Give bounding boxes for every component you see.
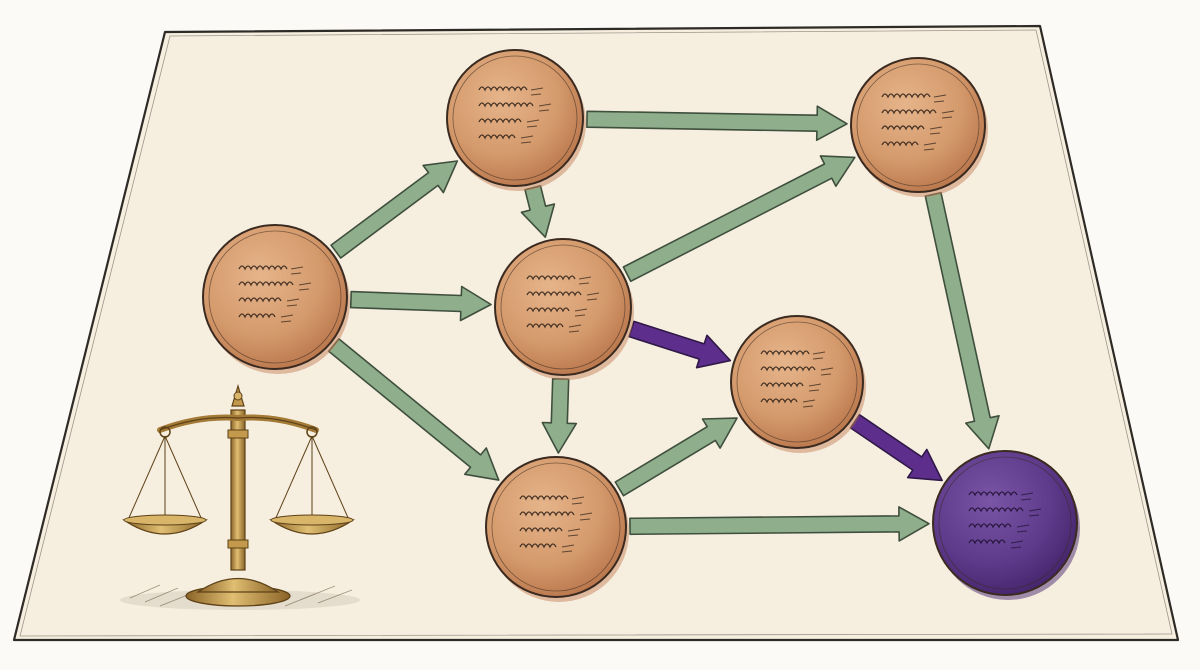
node-rim (736, 321, 858, 443)
edge-arrow-n1-n2 (330, 160, 459, 259)
node-rim (856, 63, 980, 187)
node-n2 (446, 49, 586, 191)
edge-arrow-n5-n6 (614, 417, 738, 497)
node-circle (730, 315, 864, 449)
node-scribble-tail (290, 266, 304, 275)
node-n7 (932, 450, 1080, 600)
edge-arrow-n4-n3 (622, 155, 856, 283)
node-circle (202, 224, 348, 370)
node-n6 (730, 315, 866, 453)
node-scribble-tail (578, 276, 592, 285)
node-scribble-tail (1028, 508, 1042, 517)
node-scribble-tail (298, 282, 312, 291)
node-scribble-tail (538, 103, 552, 112)
node-scribble-tail (820, 367, 834, 376)
nodes-layer (202, 49, 1080, 602)
node-rim (491, 462, 621, 592)
node-n1 (202, 224, 350, 374)
edge-arrow-n6-n7 (849, 413, 943, 482)
node-scribble (238, 281, 294, 287)
node-scribble (238, 265, 288, 271)
node-circle (850, 57, 986, 193)
node-rim (500, 244, 626, 370)
node-scribble (478, 134, 516, 140)
node-circle (932, 450, 1078, 596)
node-scribble (526, 307, 570, 313)
node-scribble-tail (929, 126, 943, 135)
node-scribble-tail (941, 110, 955, 119)
edge-arrow-n4-n5 (541, 377, 578, 454)
node-scribble-tail (1010, 540, 1024, 549)
node-scribble (881, 125, 925, 131)
node-scribble-tail (568, 324, 582, 333)
node-scribble-tail (808, 383, 822, 392)
node-scribble (478, 86, 528, 92)
node-scribble (760, 382, 804, 388)
node-n4 (494, 238, 634, 380)
node-scribble (238, 297, 282, 303)
node-scribble-tail (802, 399, 816, 408)
node-scribble-tail (1020, 492, 1034, 501)
node-scribble (519, 511, 575, 517)
node-scribble (478, 118, 522, 124)
edge-arrow-n4-n6 (628, 320, 732, 369)
node-scribble (760, 366, 816, 372)
node-scribble-tail (586, 292, 600, 301)
edges-layer (327, 105, 1000, 542)
node-scribble-tail (574, 308, 588, 317)
node-scribble-tail (812, 351, 826, 360)
node-scribble (881, 141, 919, 147)
node-scribble (968, 507, 1024, 513)
node-scribble (881, 109, 937, 115)
node-circle (494, 238, 632, 376)
node-scribble (478, 102, 534, 108)
node-scribble-tail (567, 528, 581, 537)
node-scribble-tail (579, 512, 593, 521)
node-scribble (968, 539, 1006, 545)
node-rim (452, 55, 578, 181)
node-scribble-tail (571, 496, 585, 505)
node-circle (446, 49, 584, 187)
node-scribble (760, 350, 810, 356)
node-scribble-tail (1016, 524, 1030, 533)
node-scribble (519, 527, 563, 533)
node-scribble (968, 523, 1012, 529)
edge-arrow-n5-n7 (629, 506, 930, 542)
edge-arrow-n1-n4 (349, 285, 492, 322)
node-scribble (519, 495, 569, 501)
edge-arrow-n2-n4 (520, 185, 556, 238)
node-scribble-tail (520, 135, 534, 144)
node-rim (938, 456, 1072, 590)
node-scribble (526, 291, 582, 297)
node-scribble-tail (933, 94, 947, 103)
paper-sheet-sketch-line (19, 29, 1173, 637)
node-scribble (526, 323, 564, 329)
node-scribble-tail (561, 544, 575, 553)
edge-arrow-n2-n3 (586, 105, 848, 141)
node-scribble-tail (530, 87, 544, 96)
node-scribble-tail (923, 142, 937, 151)
node-rim (208, 230, 342, 364)
node-scribble (238, 313, 276, 319)
edge-arrow-n1-n5 (327, 338, 500, 481)
node-circle (485, 456, 627, 598)
node-scribble (881, 93, 931, 99)
node-scribble-tail (280, 314, 294, 323)
scales-of-justice-icon (120, 383, 360, 610)
node-scribble-tail (526, 119, 540, 128)
edge-arrow-n3-n7 (924, 191, 1000, 450)
node-scribble (968, 491, 1018, 497)
node-n3 (850, 57, 988, 197)
node-scribble (526, 275, 576, 281)
node-scribble (519, 543, 557, 549)
node-scribble (760, 398, 798, 404)
node-n5 (485, 456, 629, 602)
node-scribble-tail (286, 298, 300, 307)
